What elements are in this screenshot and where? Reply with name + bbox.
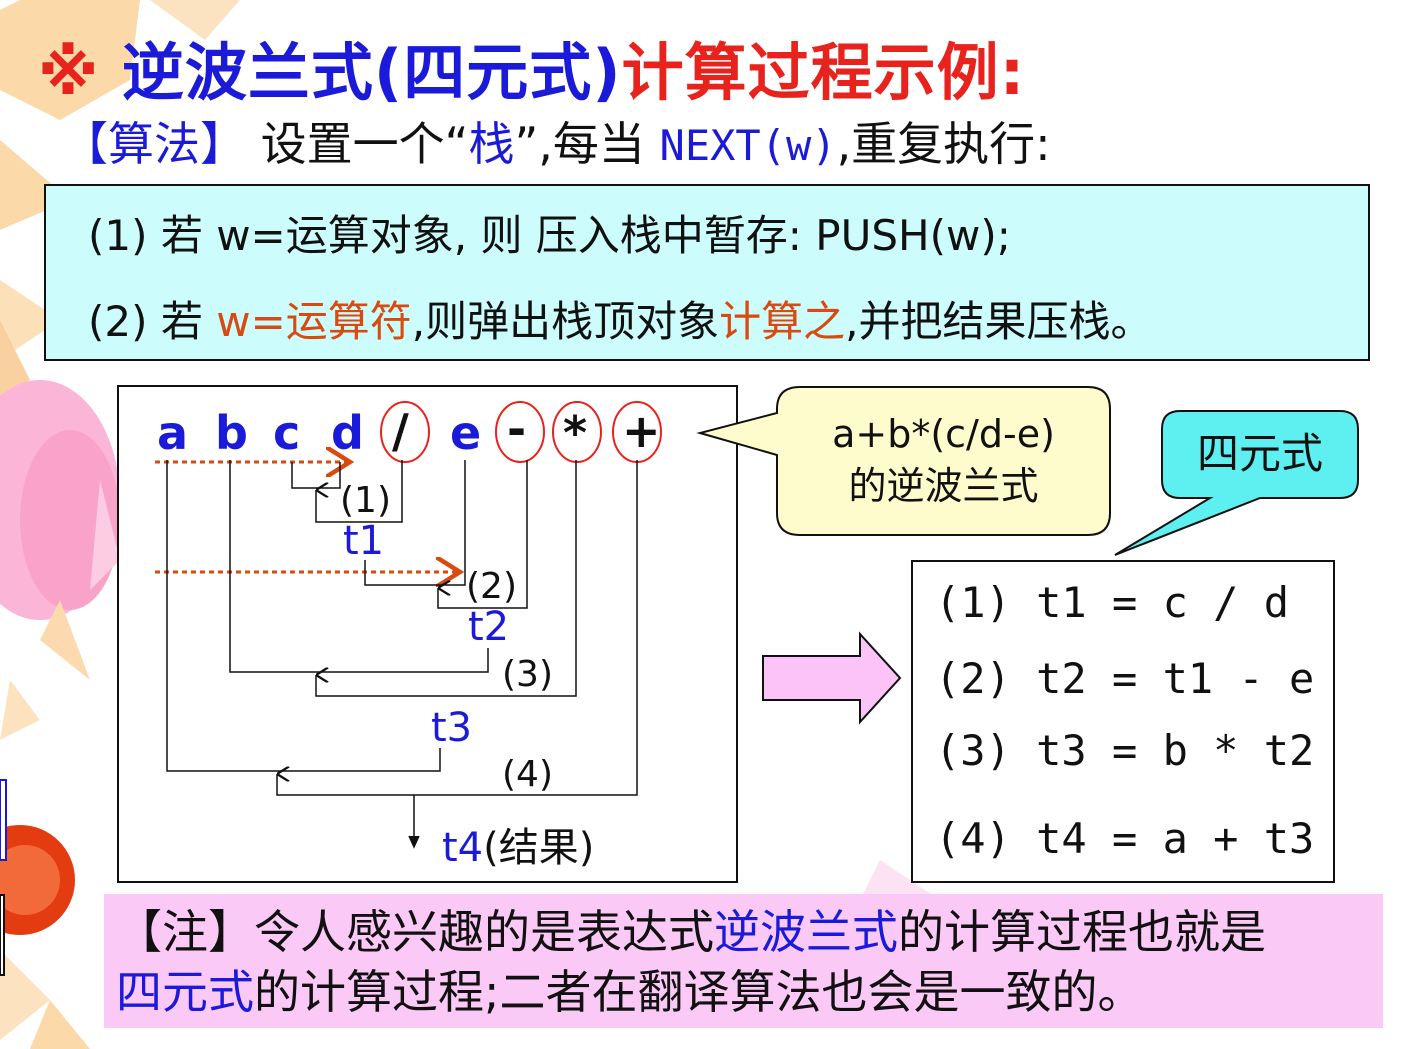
token-divide: / <box>392 404 409 458</box>
token-d: d <box>331 406 364 460</box>
temp-t3: t3 <box>431 705 473 751</box>
operator-circle-times <box>552 401 602 463</box>
token-times: * <box>563 406 588 460</box>
step-2-compute: 计算之 <box>719 297 846 346</box>
side-frame-fragment-2 <box>0 894 5 976</box>
quad-callout-text: 四元式 <box>1196 429 1323 478</box>
note-text: 【注】令人感兴趣的是表达式逆波兰式的计算过程也就是 四元式的计算过程;二者在翻译… <box>116 902 1266 1022</box>
note-line-2: 四元式的计算过程;二者在翻译算法也会是一致的。 <box>116 962 1266 1022</box>
rpn-expression: a+b*(c/d-e) <box>832 412 1055 456</box>
step-1: (1) 若 w=运算对象, 则 压入栈中暂存: PUSH(w); <box>88 202 1011 263</box>
algorithm-text-3: ,重复执行: <box>836 117 1051 171</box>
next-call: NEXT(w) <box>659 121 837 170</box>
temp-t2: t2 <box>468 604 510 650</box>
step-2-prefix: 若 <box>160 297 203 346</box>
quad-line-3: (3) t3 = b * t2 <box>935 726 1315 775</box>
note-line-2-b: 的计算过程;二者在翻译算法也会是一致的。 <box>254 965 1144 1019</box>
token-e: e <box>450 406 482 460</box>
algorithm-text-1: 设置一个“ <box>260 117 469 171</box>
algorithm-text-2: ”,每当 <box>514 117 645 171</box>
rpn-callout-bubble <box>696 386 1111 536</box>
diagram-step-2-label: (2) <box>466 566 517 607</box>
title-part-rpn: 逆波兰式(四元式) <box>121 36 622 109</box>
step-2-mid: ,则弹出栈顶对象 <box>411 297 720 346</box>
diagram-step-1-label: (1) <box>340 480 391 521</box>
algorithm-line: 【算法】 设置一个“栈”,每当 NEXT(w),重复执行: <box>62 108 1051 174</box>
result-label: (结果) <box>483 825 595 871</box>
step-2-number: (2) <box>88 297 148 346</box>
diagram-step-3-label: (3) <box>502 654 553 695</box>
sun-decoration-top <box>0 0 240 400</box>
token-b: b <box>215 406 248 460</box>
token-minus: - <box>507 402 527 456</box>
red-circle-decoration <box>0 825 90 1049</box>
side-frame-fragment <box>0 779 7 861</box>
note-line-1-a: 【注】令人感兴趣的是表达式 <box>116 905 714 959</box>
note-line-1-c: 的计算过程也就是 <box>898 905 1266 959</box>
note-rpn-term: 逆波兰式 <box>714 905 898 959</box>
token-plus: + <box>622 404 661 458</box>
quad-line-1: (1) t1 = c / d <box>935 578 1290 627</box>
title-part-process: 计算过程示例: <box>621 36 1026 109</box>
page-title: ※ 逆波兰式(四元式)计算过程示例: <box>38 22 1025 112</box>
bracket-step-2 <box>364 460 528 609</box>
note-box: 【注】令人感兴趣的是表达式逆波兰式的计算过程也就是 四元式的计算过程;二者在翻译… <box>104 894 1383 1028</box>
quad-callout-bubble <box>1114 410 1359 556</box>
rpn-callout-text: a+b*(c/d-e) 的逆波兰式 <box>777 408 1110 512</box>
temp-t1: t1 <box>343 518 385 564</box>
result-line: t4(结果) <box>442 815 594 873</box>
operator-circle-minus <box>495 401 545 463</box>
note-quad-term: 四元式 <box>116 965 254 1019</box>
note-line-1: 【注】令人感兴趣的是表达式逆波兰式的计算过程也就是 <box>116 902 1266 962</box>
steps-box: (1) 若 w=运算对象, 则 压入栈中暂存: PUSH(w); (2) 若 w… <box>44 184 1370 361</box>
step-2-suffix: ,并把结果压栈。 <box>845 297 1153 346</box>
right-arrow-icon <box>762 631 902 725</box>
quadruple-box: (1) t1 = c / d (2) t2 = t1 - e (3) t3 = … <box>911 560 1335 883</box>
token-c: c <box>273 406 301 460</box>
rpn-evaluation-diagram <box>117 385 738 883</box>
step-1-number: (1) <box>88 211 148 260</box>
algorithm-label: 【算法】 <box>62 117 246 171</box>
temp-t4: t4 <box>442 825 484 871</box>
diagram-step-4-label: (4) <box>502 754 553 795</box>
token-a: a <box>157 406 189 460</box>
reference-mark-icon: ※ <box>38 36 100 109</box>
step-1-text: 若 w=运算对象, 则 压入栈中暂存: PUSH(w); <box>160 211 1011 260</box>
stack-word: 栈 <box>468 117 515 171</box>
bracket-step-1 <box>291 460 403 523</box>
quad-line-4: (4) t4 = a + t3 <box>935 814 1315 863</box>
bracket-step-3 <box>229 460 577 697</box>
step-2: (2) 若 w=运算符,则弹出栈顶对象计算之,并把结果压栈。 <box>88 288 1153 349</box>
bracket-step-4 <box>166 460 638 849</box>
rpn-callout-caption: 的逆波兰式 <box>848 464 1039 508</box>
step-2-operator: w=运算符 <box>216 297 412 346</box>
pink-flower-decoration <box>0 380 120 740</box>
operator-circle-divide <box>380 401 430 463</box>
quad-line-2: (2) t2 = t1 - e <box>935 654 1315 703</box>
